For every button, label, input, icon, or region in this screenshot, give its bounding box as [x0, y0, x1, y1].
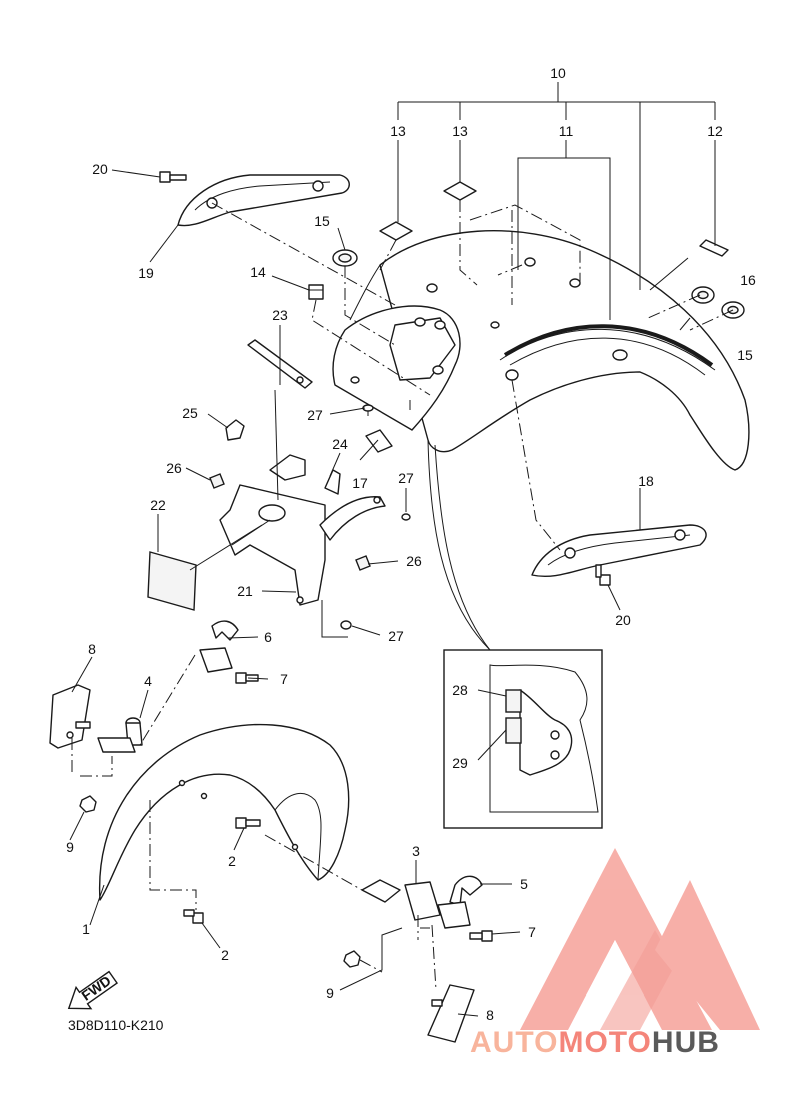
callout-19: 19 [138, 265, 154, 281]
callout-16: 16 [740, 272, 756, 288]
callout-26b: 26 [406, 553, 422, 569]
callout-12: 12 [707, 123, 723, 139]
callout-9a: 9 [66, 839, 74, 855]
bolt-2-upper [235, 817, 261, 829]
bolt-20-bottom [595, 564, 611, 586]
leader-lines [69, 82, 734, 1017]
callout-4: 4 [144, 673, 152, 689]
callout-22: 22 [150, 497, 166, 513]
side-cover-19 [177, 174, 350, 227]
callout-13a: 13 [390, 123, 406, 139]
label-28 [505, 689, 522, 713]
bracket-6 [199, 620, 239, 673]
pad-17 [365, 429, 393, 453]
label-29 [505, 717, 522, 744]
damper-24 [324, 469, 341, 495]
callout-7a: 7 [280, 671, 288, 687]
callout-14: 14 [250, 264, 266, 280]
watermark-auto: AUTO [470, 1026, 558, 1059]
callout-29: 29 [452, 755, 468, 771]
nut-9-left [79, 795, 97, 813]
damper-26-left [209, 473, 225, 489]
callout-20b: 20 [615, 612, 631, 628]
damper-26-right [355, 555, 371, 571]
reflector-plate-22 [147, 551, 197, 611]
callout-28: 28 [452, 682, 468, 698]
label-13b [443, 181, 477, 201]
clip-14 [308, 284, 324, 300]
callout-7b: 7 [528, 924, 536, 940]
nut-9-right [343, 950, 361, 968]
callout-2b: 2 [221, 947, 229, 963]
front-fender [98, 723, 350, 901]
label-12 [699, 239, 729, 257]
callout-26a: 26 [166, 460, 182, 476]
callout-2a: 2 [228, 853, 236, 869]
callout-8a: 8 [88, 641, 96, 657]
callout-13b: 13 [452, 123, 468, 139]
bolt-20-top [159, 171, 187, 183]
watermark-hub: HUB [652, 1026, 720, 1059]
callout-24: 24 [332, 436, 348, 452]
screw-27-a [362, 404, 374, 416]
callout-21: 21 [237, 583, 253, 599]
callout-9b: 9 [326, 985, 334, 1001]
grommet-16 [691, 286, 715, 304]
bracket-5 [437, 875, 483, 929]
callout-8b: 8 [486, 1007, 494, 1023]
bolt-7-lower [469, 930, 493, 942]
bolt-2-lower [183, 909, 204, 924]
callout-15b: 15 [737, 347, 753, 363]
fender-edge-line [427, 439, 491, 651]
watermark-text: AUTOMOTOHUB [470, 1026, 720, 1059]
screw-27-b [401, 513, 411, 521]
detail-inset [443, 649, 603, 829]
callout-15a: 15 [314, 213, 330, 229]
damper-25 [225, 419, 245, 441]
callout-1: 1 [82, 921, 90, 937]
fender-inner-bracket [332, 305, 461, 431]
fwd-arrow: FWD [67, 970, 119, 1010]
callout-10: 10 [550, 65, 566, 81]
grommet-15-top [332, 249, 358, 267]
callout-18: 18 [638, 473, 654, 489]
callout-11: 11 [559, 123, 574, 139]
callout-6: 6 [264, 629, 272, 645]
callout-20a: 20 [92, 161, 108, 177]
fender-edge-line-2 [434, 444, 491, 651]
callout-25: 25 [182, 405, 198, 421]
callout-23: 23 [272, 307, 288, 323]
callout-27b: 27 [398, 470, 414, 486]
label-13a [379, 221, 413, 241]
bracket-21 [219, 454, 386, 606]
reflector-8-left [49, 684, 91, 749]
callout-5: 5 [520, 876, 528, 892]
side-cover-18 [531, 524, 707, 578]
screw-27-c [340, 620, 352, 630]
callout-27a: 27 [307, 407, 323, 423]
diagram-code: 3D8D110-K210 [68, 1017, 164, 1033]
callout-27c: 27 [388, 628, 404, 644]
callout-3: 3 [412, 843, 420, 859]
callout-17: 17 [352, 475, 368, 491]
reflector-8-right [427, 984, 475, 1043]
callout-numbers: 10 13 13 11 12 20 19 15 14 16 15 23 25 2… [66, 65, 756, 1023]
stay-3 [361, 879, 441, 921]
rear-fender [349, 230, 750, 471]
watermark-moto: MOTO [558, 1026, 651, 1059]
bracket-left [75, 721, 136, 753]
watermark-logo [520, 848, 760, 1030]
